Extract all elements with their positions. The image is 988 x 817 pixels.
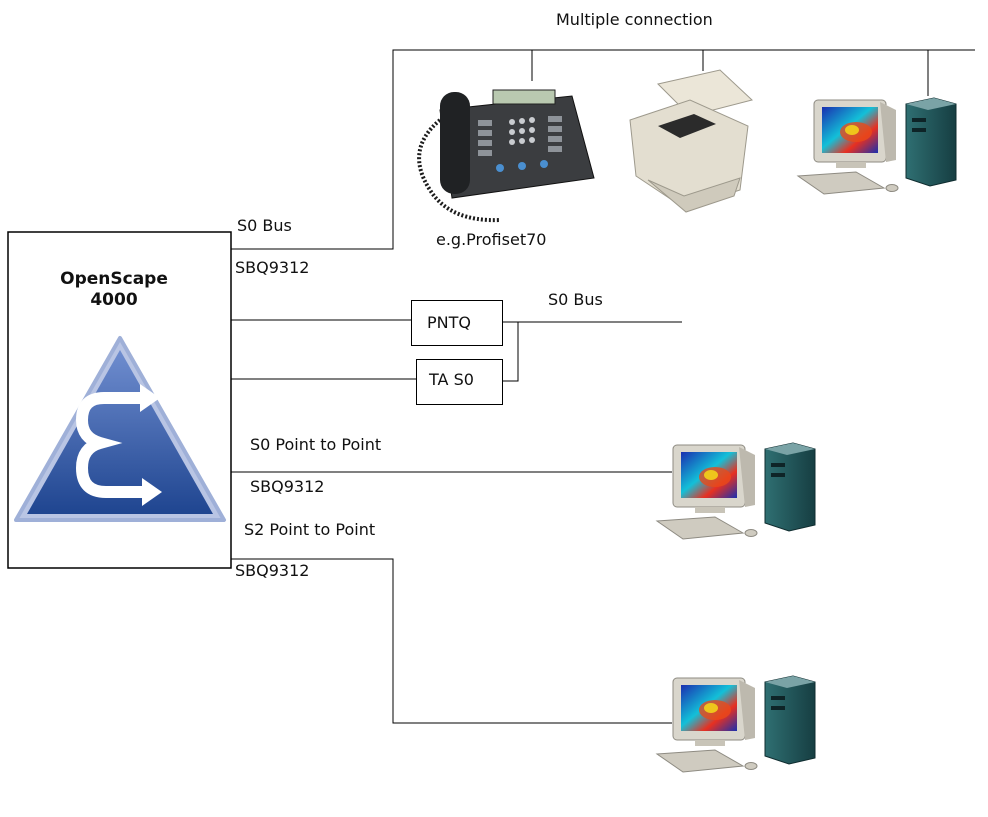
sbq-bottom-label: SBQ9312 <box>235 561 310 580</box>
pntq-label: PNTQ <box>427 313 471 332</box>
pntq-box: PNTQ <box>411 300 503 346</box>
system-title-line2: 4000 <box>90 290 138 310</box>
s0-bus-line <box>231 49 975 250</box>
fax-printer-icon <box>629 69 754 213</box>
sbq-mid-label: SBQ9312 <box>250 477 325 496</box>
openscape-logo-icon <box>14 336 226 522</box>
s2-ptp-line <box>231 558 672 724</box>
multiple-connection-label: Multiple connection <box>556 10 713 29</box>
computer-mid-icon <box>656 442 816 540</box>
s0-point-to-point-label: S0 Point to Point <box>250 435 382 454</box>
phone-icon <box>417 89 595 223</box>
system-title-line1: OpenScape <box>60 269 168 289</box>
computer-top-icon <box>797 97 957 195</box>
s0-bus-top-label: S0 Bus <box>237 216 292 235</box>
sbq-top-label: SBQ9312 <box>235 258 310 277</box>
computer-bottom-icon <box>656 675 816 773</box>
s0-bus-mid-label: S0 Bus <box>548 290 603 309</box>
s2-point-to-point-label: S2 Point to Point <box>244 520 376 539</box>
phone-caption: e.g.Profiset70 <box>436 230 547 249</box>
ta-to-pntq <box>502 322 519 382</box>
connection-lines <box>231 49 975 724</box>
ta-s0-box: TA S0 <box>416 359 503 405</box>
system-title: OpenScape 4000 <box>39 269 189 311</box>
ta-s0-label: TA S0 <box>429 370 474 389</box>
